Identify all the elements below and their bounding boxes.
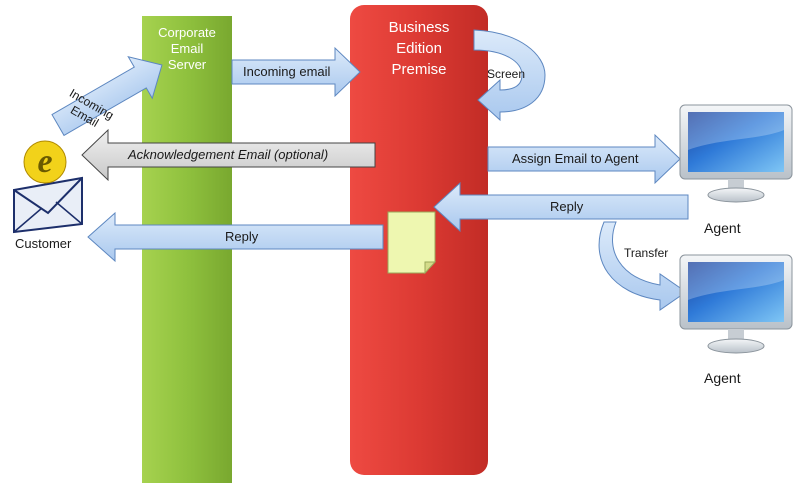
reply-to-customer-arrow (87, 211, 384, 263)
reply-to-customer-label: Reply (225, 229, 259, 244)
email-server-title: Corporate Email Server (142, 25, 232, 73)
agent-label-top: Agent (704, 220, 741, 236)
email-server-title-line2: Email (170, 41, 204, 56)
email-server-title-line1: Corporate (158, 25, 216, 40)
reply-from-agent-arrow (433, 181, 689, 233)
assign-email-label: Assign Email to Agent (512, 151, 639, 166)
customer-label: Customer (15, 236, 72, 251)
business-edition-title-line2: Edition (396, 40, 442, 57)
document-note (387, 211, 437, 275)
screen-loop-arrow (473, 29, 546, 122)
agent-label-bottom: Agent (704, 370, 741, 386)
transfer-arrow (598, 221, 687, 311)
business-edition-title: Business Edition Premise (350, 17, 488, 80)
incoming-email-diagonal-arrow (51, 55, 163, 137)
screen-label: Screen (487, 67, 526, 81)
incoming-email-label: Incoming email (243, 64, 331, 79)
acknowledgement-label: Acknowledgement Email (optional) (128, 147, 329, 162)
svg-text:e: e (37, 143, 52, 180)
business-edition-title-line3: Premise (391, 61, 447, 78)
email-server-title-line3: Server (167, 57, 207, 72)
reply-from-agent-label: Reply (550, 199, 584, 214)
assign-email-arrow (487, 133, 681, 185)
transfer-label: Transfer (624, 246, 669, 260)
agent-computer-icon-top (679, 104, 793, 203)
acknowledgement-arrow (81, 128, 376, 182)
business-edition-title-line1: Business (388, 19, 450, 36)
customer-email-icon: e (13, 140, 83, 234)
agent-computer-icon-bottom (679, 254, 793, 354)
incoming-email-arrow (231, 46, 361, 98)
